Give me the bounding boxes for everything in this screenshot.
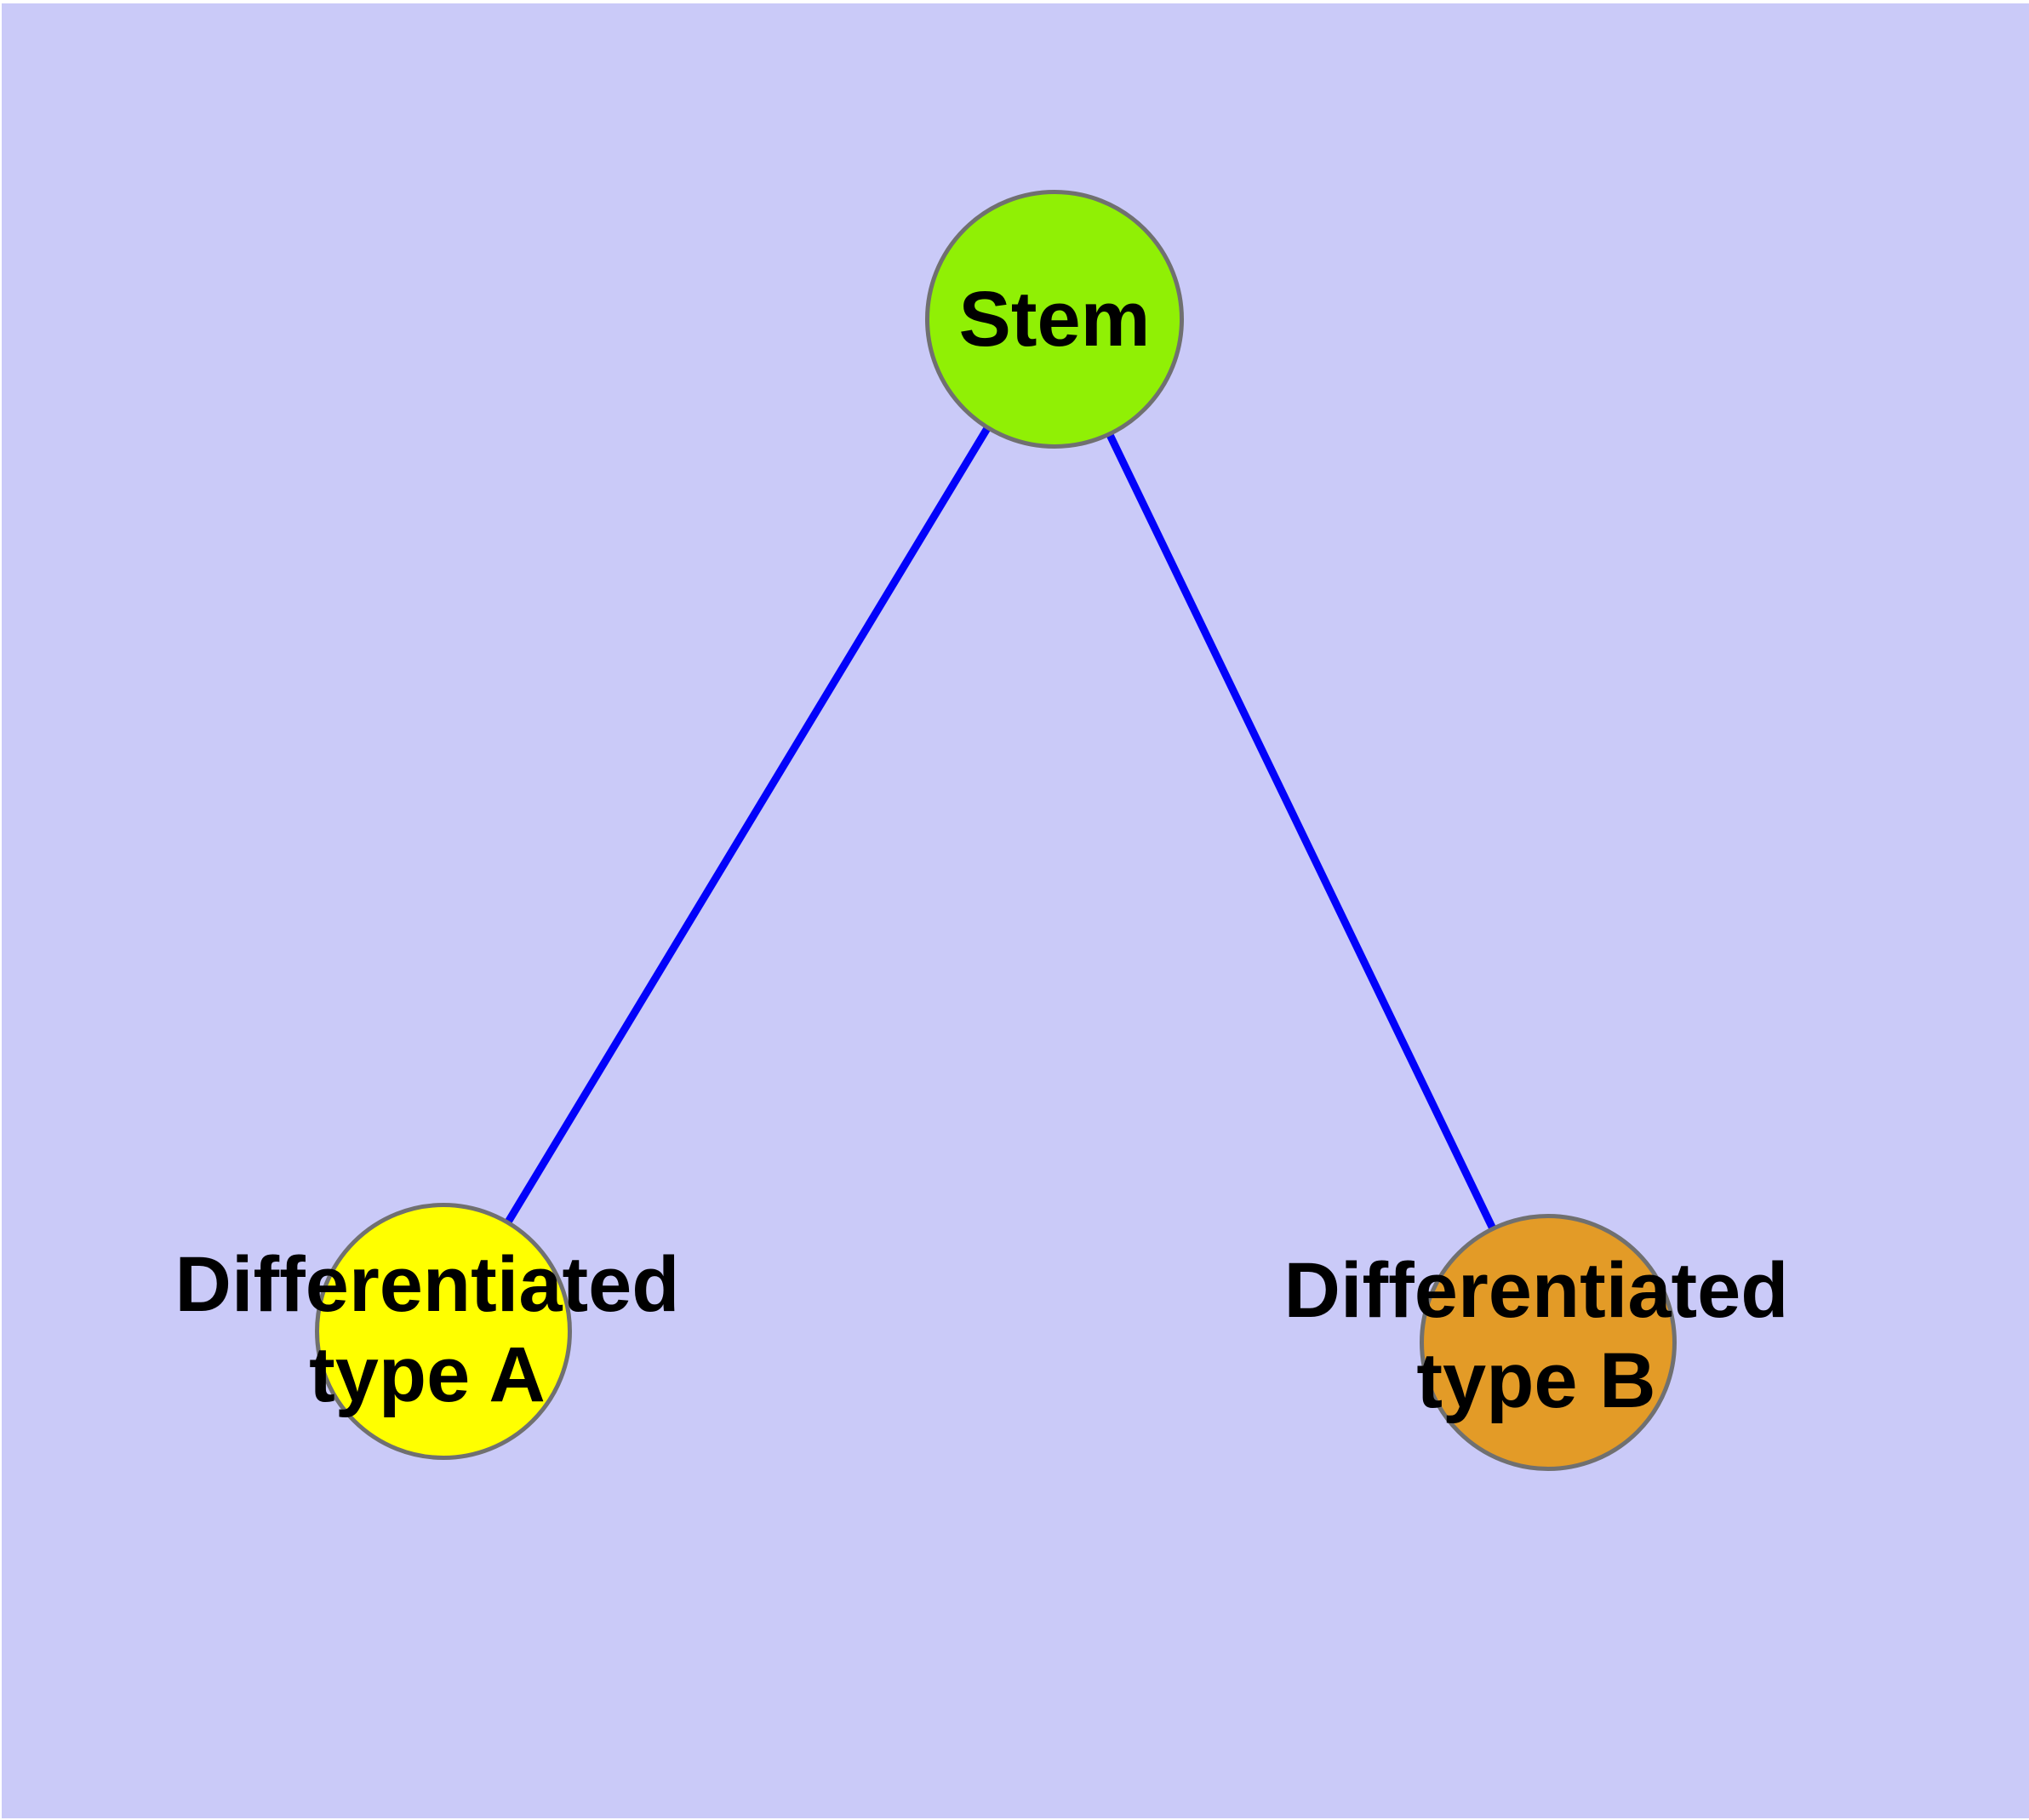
node-differentiated-type-b[interactable] bbox=[1420, 1214, 1677, 1471]
edge-stem-type-b bbox=[1049, 317, 1552, 1343]
node-stem-label: Stem bbox=[958, 276, 1151, 363]
graph-canvas: Stem Differentiated type A Differentiate… bbox=[2, 3, 2029, 1818]
node-stem[interactable]: Stem bbox=[925, 190, 1184, 449]
node-differentiated-type-a[interactable] bbox=[315, 1203, 572, 1460]
edge-layer bbox=[439, 316, 1552, 1343]
edge-stem-type-a bbox=[439, 316, 1057, 1333]
